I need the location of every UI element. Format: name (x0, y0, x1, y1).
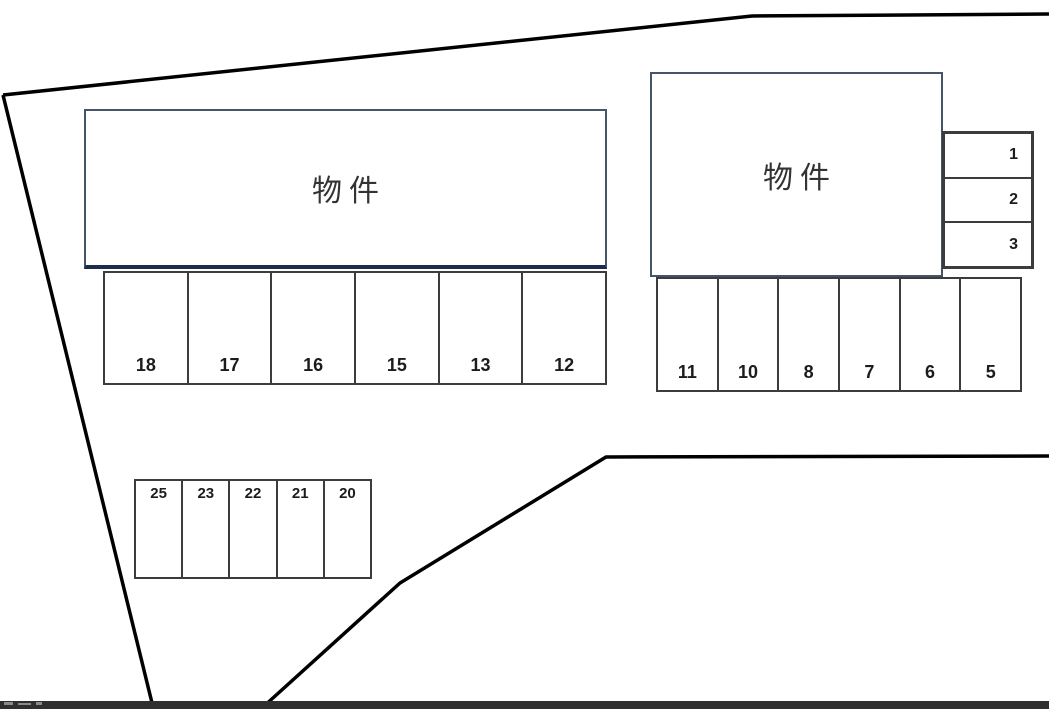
building-right: 物件 (650, 72, 943, 277)
building-left: 物件 (84, 109, 607, 269)
parking-space-number: 10 (737, 362, 759, 382)
parking-column-far-right: 1 2 3 (942, 131, 1034, 269)
parking-space: 5 (961, 279, 1020, 390)
bottom-road-bar (0, 701, 1049, 709)
building-right-label: 物件 (763, 161, 837, 195)
parking-space-number: 25 (150, 485, 167, 502)
parking-space-number: 23 (197, 485, 215, 502)
parking-space: 10 (719, 279, 780, 390)
parking-space-number: 5 (985, 362, 996, 382)
site-boundary-left-line (1, 94, 155, 708)
parking-space: 12 (523, 273, 605, 383)
parking-space-number: 6 (925, 362, 936, 382)
parking-space-number: 18 (135, 355, 156, 375)
parking-space: 15 (356, 273, 440, 383)
parking-space: 13 (440, 273, 524, 383)
parking-row-lower-left: 25 23 22 21 20 (134, 479, 372, 579)
parking-space: 20 (325, 481, 370, 577)
parking-space: 16 (272, 273, 357, 383)
site-boundary-lower-right-line (261, 454, 1049, 709)
parking-space: 23 (183, 481, 231, 577)
parking-space: 3 (945, 223, 1031, 266)
parking-space-number: 21 (291, 485, 309, 502)
parking-row-under-left-building: 18 17 16 15 13 12 (103, 271, 607, 385)
parking-space: 21 (278, 481, 325, 577)
bottom-bar-edge-marks (4, 702, 42, 705)
parking-space: 8 (779, 279, 841, 390)
parking-space: 25 (136, 481, 184, 577)
parking-space-number: 11 (677, 362, 697, 382)
parking-space-number: 22 (244, 485, 262, 502)
site-boundary-top-line (2, 12, 1049, 97)
parking-space-number: 13 (470, 355, 491, 375)
parking-space-number: 1 (1009, 146, 1018, 164)
parking-space-number: 17 (219, 355, 240, 375)
parking-space: 22 (230, 481, 278, 577)
parking-space-number: 8 (803, 362, 814, 382)
parking-space-number: 2 (1009, 191, 1018, 208)
parking-space: 7 (840, 279, 901, 390)
parking-space: 11 (658, 279, 719, 390)
building-left-label: 物件 (312, 175, 386, 208)
parking-space: 18 (105, 273, 189, 383)
parking-row-under-right-building: 11 10 8 7 6 5 (656, 277, 1022, 392)
parking-space: 17 (189, 273, 273, 383)
parking-space-number: 12 (554, 355, 575, 375)
parking-space-number: 7 (864, 362, 875, 382)
parking-space: 6 (901, 279, 962, 390)
parking-space-number: 20 (339, 485, 356, 502)
parking-space-number: 16 (303, 355, 324, 375)
parking-space: 2 (945, 179, 1031, 224)
parking-space-number: 3 (1009, 235, 1018, 253)
parking-space-number: 15 (386, 355, 407, 375)
parking-space: 1 (945, 134, 1031, 179)
